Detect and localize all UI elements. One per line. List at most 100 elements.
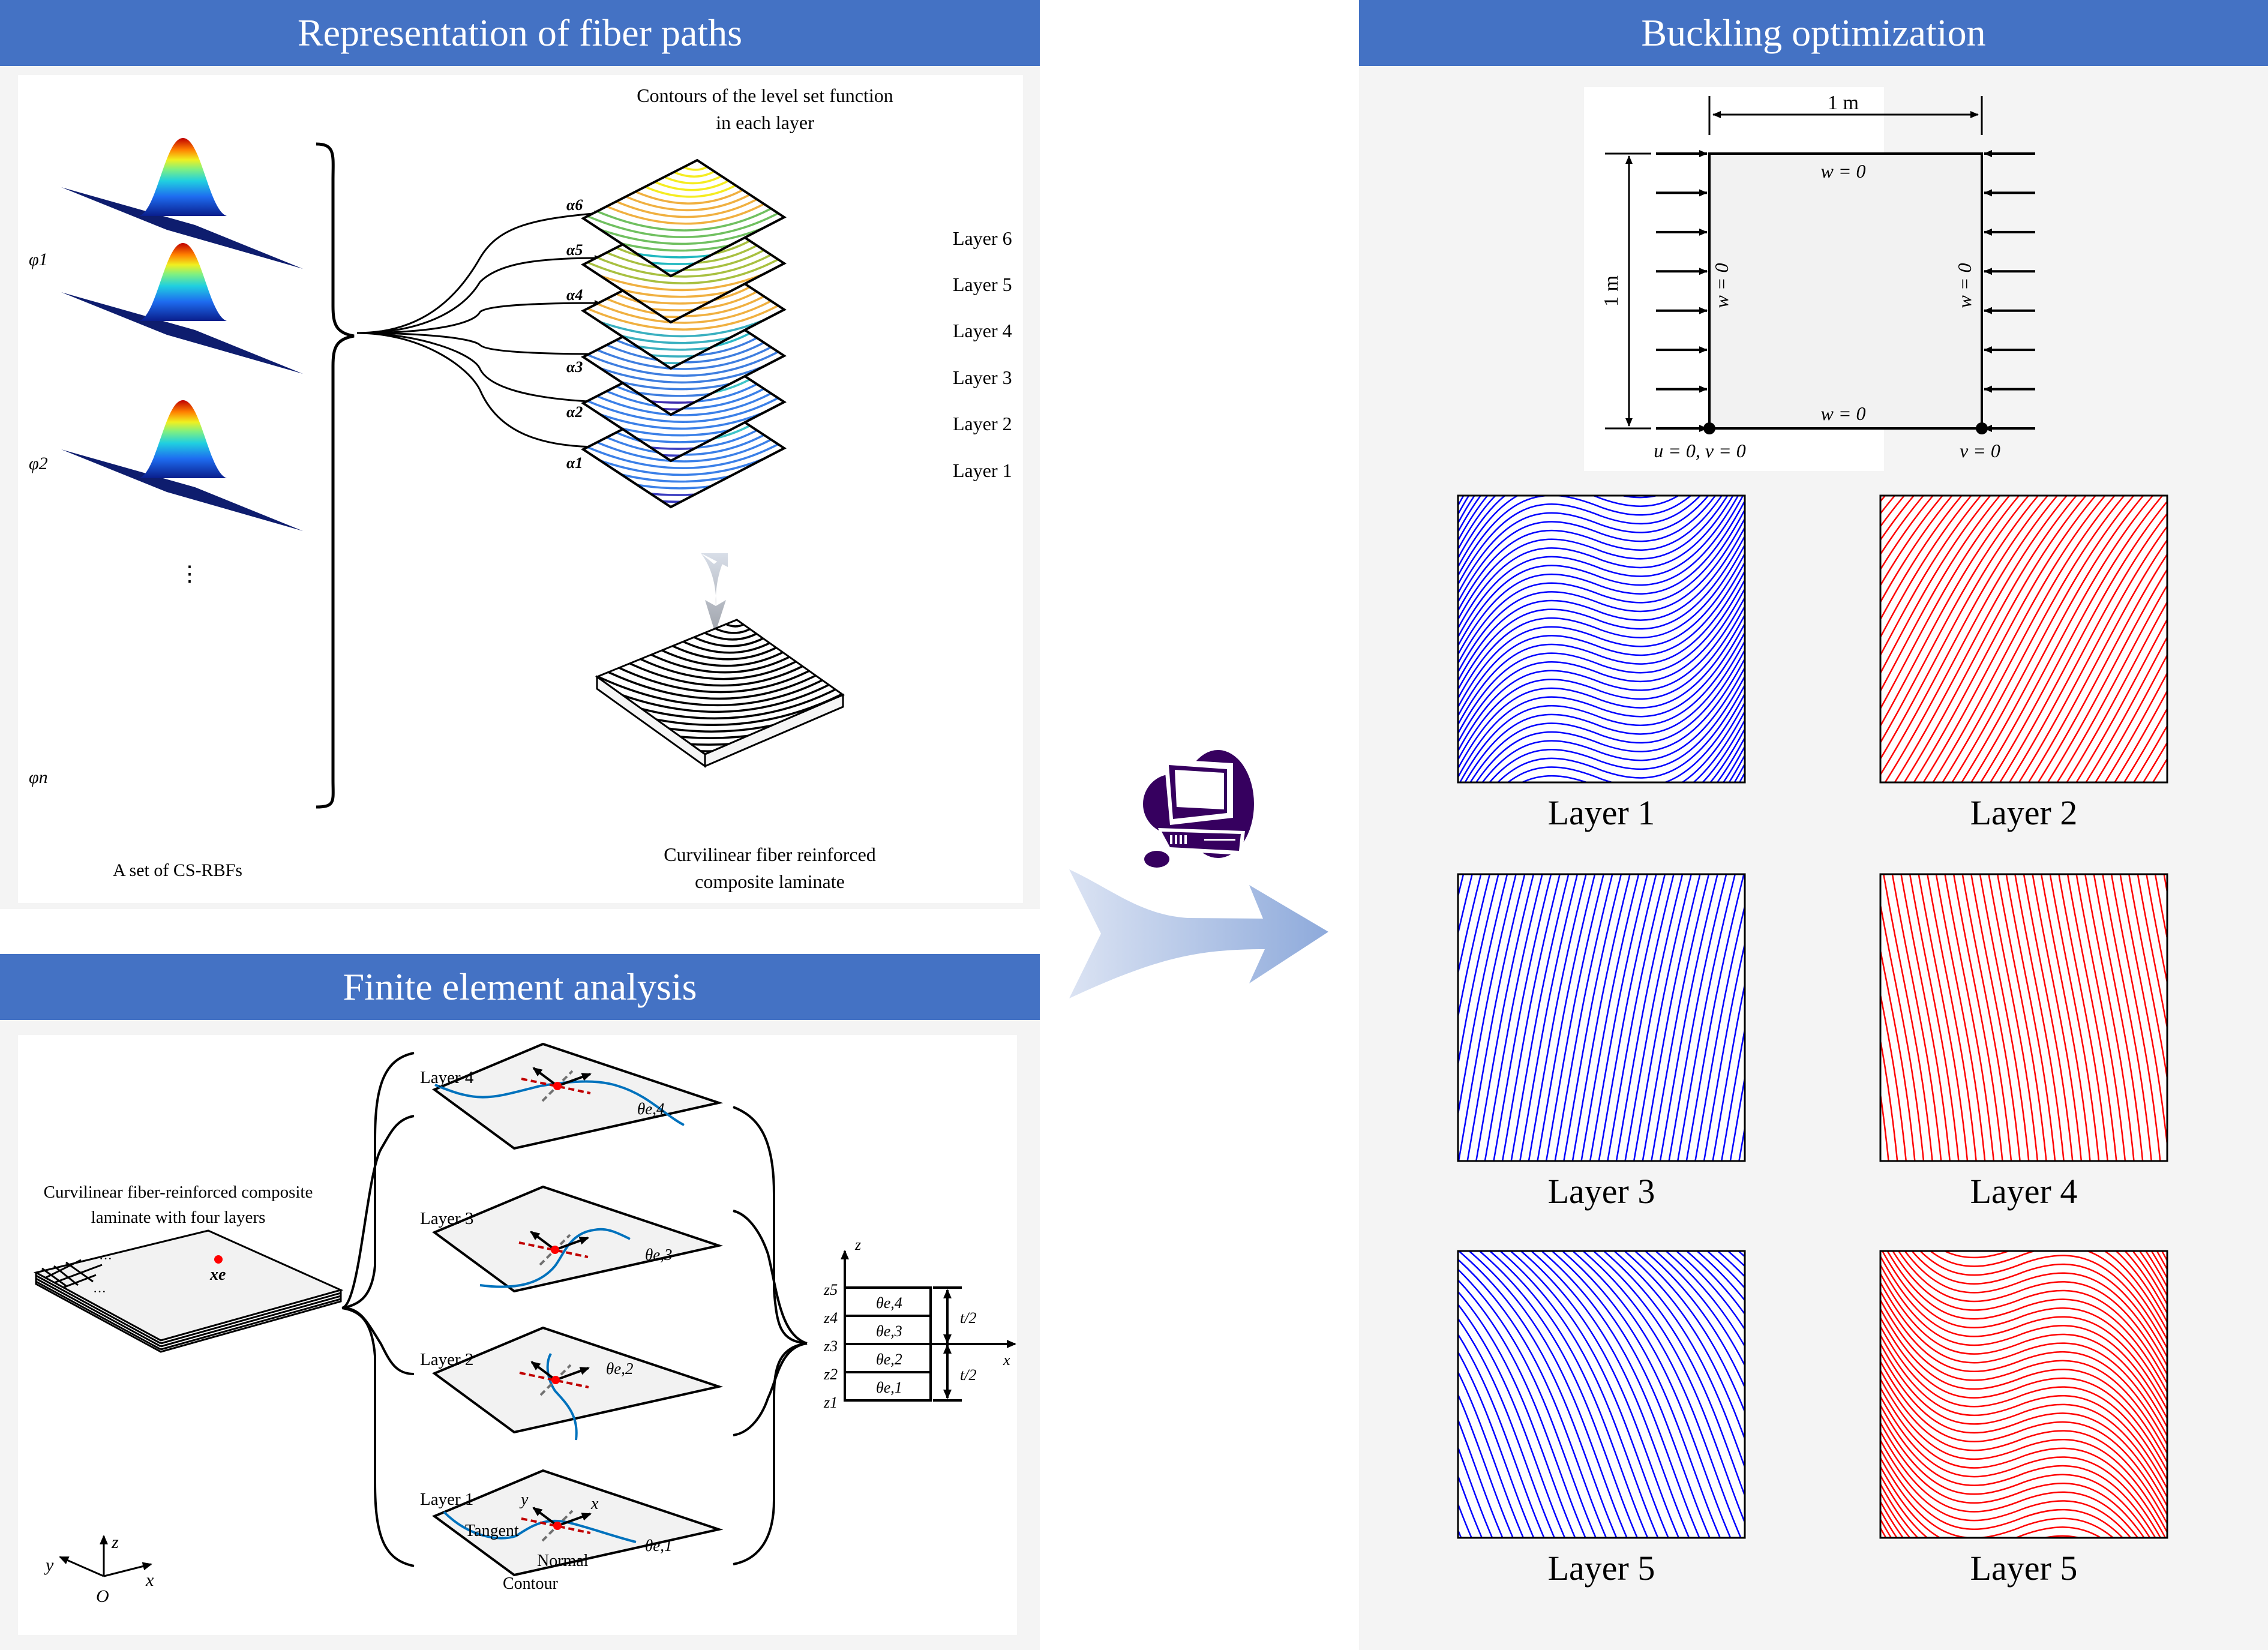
theta-label-1: θe,1 xyxy=(645,1537,673,1555)
fiber-path-line xyxy=(1692,709,1745,782)
fiber-path-line xyxy=(1880,1342,2167,1499)
axis-origin-label: O xyxy=(96,1586,109,1606)
pin-support-right xyxy=(1976,422,1988,434)
fea-left-brace xyxy=(341,1052,415,1567)
rbf-label-1: φ1 xyxy=(29,250,48,269)
element-center-marker xyxy=(551,1246,559,1254)
fiber-path-line xyxy=(1496,683,1745,782)
fiber-path-line xyxy=(1720,1025,1745,1161)
element-center-marker xyxy=(551,1376,560,1384)
fiber-path-line xyxy=(1458,1474,1483,1538)
fiber-path-line xyxy=(2047,568,2167,782)
fiber-path-line xyxy=(1880,1324,2167,1482)
result-tile-label: Layer 1 xyxy=(1548,793,1655,832)
fiber-path-line xyxy=(1900,874,1951,1161)
fiber-path-line xyxy=(1458,1393,1514,1538)
fiber-path-line xyxy=(1354,874,1411,1161)
fiber-paths-diagram: φ1 φ2 φn ⋮ α6 α5 α4 α3 α2 α1 Contours of… xyxy=(29,85,1012,892)
fiber-path-line xyxy=(1475,657,1745,782)
composite-laminate-illustration xyxy=(595,619,845,768)
ply-label-4: θe,4 xyxy=(876,1294,902,1312)
fiber-path-line xyxy=(1380,874,1438,1161)
fiber-path-line xyxy=(1458,496,1717,604)
ply-stack-diagram xyxy=(841,1250,1016,1402)
fiber-path-line xyxy=(1774,874,1832,1161)
fiber-path-line xyxy=(1458,1258,1607,1538)
fiber-path-line xyxy=(1537,874,1596,1161)
fiber-path-line xyxy=(2032,874,2083,1161)
fiber-path-line xyxy=(1757,874,1814,1161)
fiber-path-line xyxy=(1891,874,1942,1161)
fiber-path-line xyxy=(1458,874,1465,899)
fiber-path-line xyxy=(1613,1251,1745,1469)
fiber-path-line xyxy=(1668,874,1727,1161)
fea-layer-label-1: Layer 1 xyxy=(420,1490,473,1509)
tangent-line xyxy=(521,1517,591,1534)
fiber-path-line xyxy=(1458,1268,1597,1538)
fiber-path-line xyxy=(1880,496,1982,657)
fiber-path-line xyxy=(2128,874,2167,1084)
fiber-path-line xyxy=(2084,874,2135,1161)
fiber-path-line xyxy=(1922,496,2096,782)
fiber-path-line xyxy=(1458,499,1745,656)
alpha-arrows xyxy=(356,210,601,450)
fea-title: Finite element analysis xyxy=(0,954,1040,1020)
fiber-paths-panel: Representation of fiber paths xyxy=(0,0,1040,909)
fea-layer-label-3: Layer 3 xyxy=(420,1209,473,1228)
fiber-path-line xyxy=(1880,1036,1898,1161)
fiber-path-line xyxy=(2243,874,2268,1161)
fiber-path-line xyxy=(1458,496,1744,648)
mesh-ellipsis-top: ··· xyxy=(99,1251,112,1266)
fiber-path-line xyxy=(1458,496,1709,595)
layer-label-6: Layer 6 xyxy=(953,227,1012,249)
normal-label: Normal xyxy=(537,1552,589,1570)
bc-right-label: w = 0 xyxy=(1954,263,1975,308)
fiber-path-line xyxy=(2023,874,2074,1161)
fiber-path-line xyxy=(1336,874,1394,1161)
fiber-path-line xyxy=(1475,874,1535,1161)
fiber-path-line xyxy=(1894,496,2068,782)
fiber-path-line xyxy=(1458,496,1660,560)
fea-layer-plate-2 xyxy=(431,1326,724,1441)
fiber-path-line xyxy=(1293,1251,1451,1538)
result-tile-4: Layer 4 xyxy=(1879,873,2268,1211)
fea-right-brace xyxy=(733,1106,808,1565)
fiber-path-line xyxy=(1765,874,1823,1161)
fiber-path-line xyxy=(1554,874,1613,1161)
fiber-path-line xyxy=(1571,874,1631,1161)
fiber-path-line xyxy=(1880,1360,2167,1517)
element-point-marker xyxy=(214,1255,223,1264)
result-tile-label: Layer 4 xyxy=(1970,1172,2078,1211)
fiber-path-line xyxy=(2095,653,2167,782)
fiber-path-line xyxy=(1970,874,2021,1161)
fiber-path-line xyxy=(1880,1316,2167,1473)
fiber-path-line xyxy=(1458,595,1745,753)
fiber-path-line xyxy=(1911,1251,2167,1359)
fiber-path-line xyxy=(1624,874,1684,1161)
fiber-path-line xyxy=(1880,1465,2102,1538)
fiber-path-line xyxy=(1397,874,1455,1161)
fiber-path-line xyxy=(1545,874,1604,1161)
fiber-path-line xyxy=(1880,496,2011,710)
fiber-path-line xyxy=(1880,1421,2145,1538)
fiber-path-line xyxy=(1880,496,1943,587)
fiber-path-line xyxy=(1458,874,1517,1161)
fiber-path-line xyxy=(1880,496,1991,675)
fiber-path-line xyxy=(1458,496,1734,630)
fiber-path-line xyxy=(1458,874,1491,1021)
fiber-path-line xyxy=(1464,639,1745,782)
fiber-path-line xyxy=(1634,1251,1745,1414)
contours-caption-line2: in each layer xyxy=(716,112,814,133)
fea-laminate-caption-line2: laminate with four layers xyxy=(91,1208,266,1227)
theta-label-2: θe,2 xyxy=(606,1360,634,1378)
fiber-path-line xyxy=(1748,874,1805,1161)
fiber-path-line xyxy=(1961,874,2012,1161)
fiber-path-line xyxy=(1880,1394,2162,1538)
fiber-path-line xyxy=(1541,1251,1700,1538)
fiber-path-line xyxy=(2018,525,2167,782)
fiber-path-line xyxy=(1458,622,1745,779)
fiber-path-line xyxy=(2182,874,2230,1161)
fiber-path-line xyxy=(1883,874,1933,1161)
theta-label-3: θe,3 xyxy=(645,1246,673,1264)
